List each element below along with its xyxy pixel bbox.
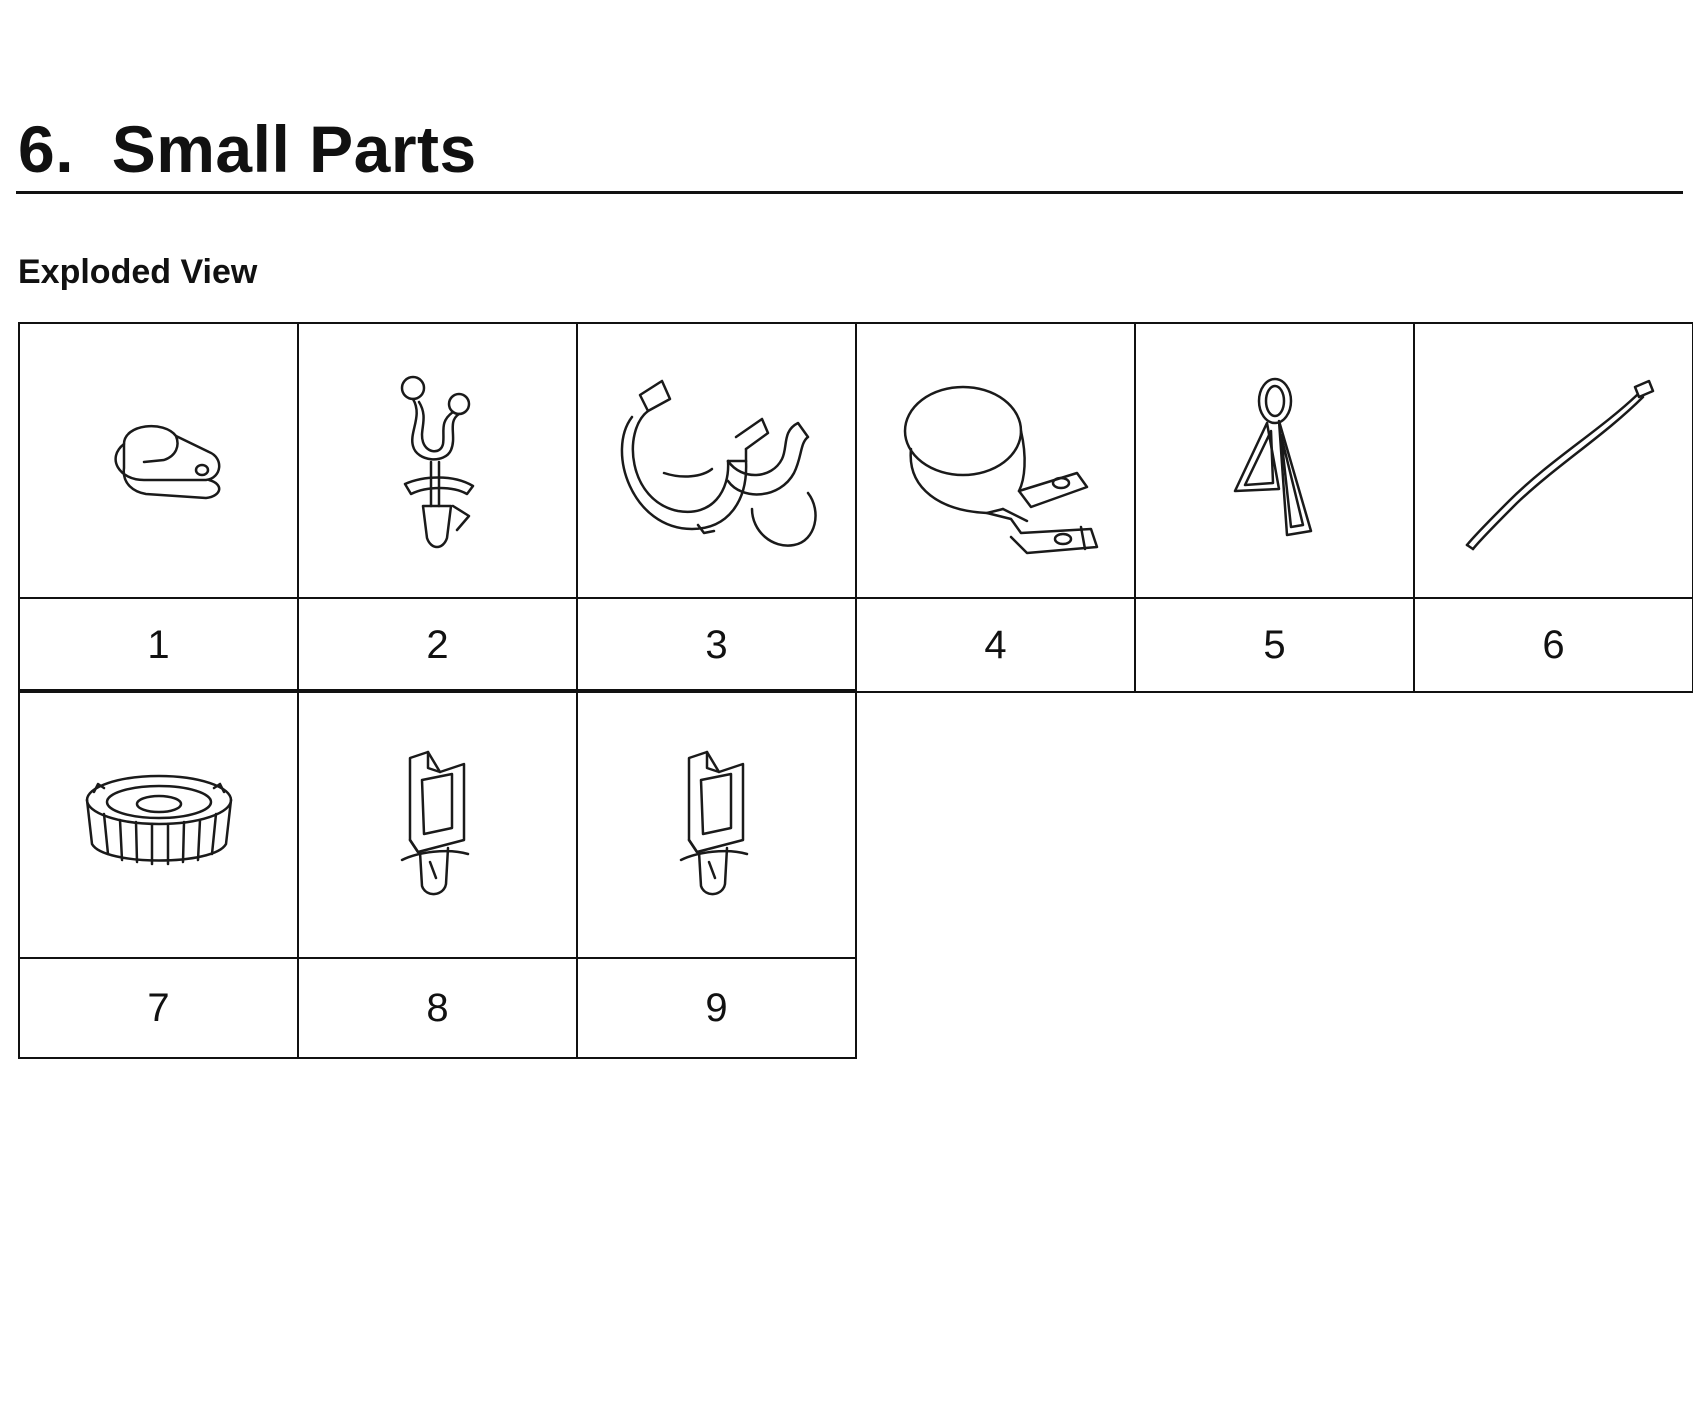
- part-number-cell: 9: [576, 957, 857, 1059]
- part-number: 1: [147, 623, 170, 667]
- part-number-cell: 5: [1134, 597, 1415, 693]
- part-number: 2: [426, 623, 449, 667]
- part-image-cell-6: [1413, 322, 1693, 599]
- parts-table-bottom: 7 8 9: [18, 689, 857, 1059]
- part-image-cell-1: [18, 322, 299, 599]
- part-number: 7: [147, 986, 170, 1030]
- part-image-cell-9: [576, 689, 857, 959]
- part-image-cell-5: [1134, 322, 1415, 599]
- part-number: 6: [1542, 623, 1565, 667]
- part-number: 5: [1263, 623, 1286, 667]
- part-number-cell: 6: [1413, 597, 1693, 693]
- part-number-cell: 2: [297, 597, 578, 693]
- part-number: 3: [705, 623, 728, 667]
- snap-clip-icon: [400, 750, 469, 896]
- part-number-cell: 7: [18, 957, 299, 1059]
- part-number-cell: 3: [576, 597, 857, 693]
- part-number: 9: [705, 986, 728, 1030]
- part-image-cell-2: [297, 322, 578, 599]
- part-image-cell-7: [18, 689, 299, 959]
- part-image-cell-3: [576, 322, 857, 599]
- part-number-cell: 1: [18, 597, 299, 693]
- part-number-cell: 4: [855, 597, 1136, 693]
- snap-clip-icon: [679, 750, 748, 896]
- p-clamp-icon: [113, 424, 220, 499]
- part-number-cell: 8: [297, 957, 578, 1059]
- page-title: 6. Small Parts: [18, 112, 477, 186]
- part-image-cell-8: [297, 689, 578, 959]
- grommet-cap-icon: [85, 774, 232, 866]
- section-heading: Exploded View: [18, 253, 258, 291]
- part-number: 8: [426, 986, 449, 1030]
- parts-table-top: 1 2 3 4 5 6: [18, 322, 1693, 693]
- cable-tie-icon: [1465, 379, 1654, 550]
- wire-harness-clip-icon: [400, 375, 474, 548]
- hose-clamp-bracket-icon: [903, 385, 1098, 554]
- part-number: 4: [984, 623, 1007, 667]
- wire-loop-clip-icon: [1233, 377, 1312, 536]
- title-divider: [16, 191, 1683, 194]
- pipe-holder-clip-icon: [620, 379, 817, 547]
- part-image-cell-4: [855, 322, 1136, 599]
